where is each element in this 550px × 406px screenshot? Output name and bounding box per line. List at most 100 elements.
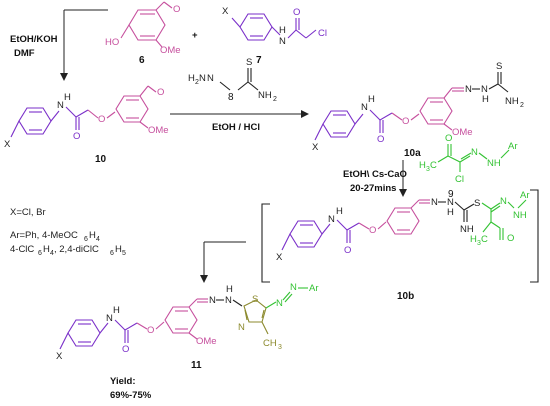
ar-def-1-h: H [89, 230, 96, 241]
yield-label: Yield: [110, 376, 136, 387]
hydrazone-h-10b: H [447, 207, 454, 218]
compound-8: S H 2 N N NH 2 8 [188, 57, 277, 103]
yield-value: 69%-75% [110, 390, 152, 401]
nh2-sub-10a: 2 [520, 102, 524, 109]
amide-h-10: H [64, 92, 71, 103]
hydrazonoyl-nh-9: NH [487, 158, 501, 169]
ar-def-2-c: , 2,4-diClC [54, 244, 99, 255]
thiazole-s-11: S [252, 294, 258, 305]
thione-s-10a: S [496, 61, 502, 72]
aldehyde-o-10: O [157, 87, 164, 98]
compound-7: X N H O Cl 7 [222, 6, 327, 66]
h3c-sub-9: 3 [426, 166, 430, 173]
amide-n-10: N [57, 100, 64, 111]
ether-o-11: O [147, 325, 154, 336]
x-definition: X=Cl, Br [10, 207, 46, 218]
h2n-8: H [188, 73, 195, 84]
h3c-c-9: C [430, 160, 437, 171]
nh2-sub-8: 2 [273, 96, 277, 103]
bracket-left [261, 203, 270, 283]
x-substituent-7: X [222, 6, 229, 17]
nh2-10a: NH [505, 96, 519, 107]
compound-11: X N H O O OMe N N H S N CH 3 N [56, 282, 319, 371]
substituent-notes: X=Cl, Br Ar=Ph, 4-MeOC 6 H 4 4-ClC 6 H 4… [10, 207, 126, 257]
carbonyl-o-10a: O [377, 134, 384, 145]
ar-def-2-sub4: 4 [50, 250, 54, 257]
chloro-7: Cl [318, 28, 327, 39]
step1-reagent: EtOH/KOH [10, 34, 58, 45]
compound-6: O HO OMe 6 [105, 1, 181, 66]
hydrazine-nh-8: N [207, 73, 214, 84]
ar-definition-1: Ar=Ph, 4-MeOC [10, 230, 78, 241]
compound-10: X N H O O O OMe 10 [4, 85, 169, 165]
ar-def-2-sub5: 5 [122, 250, 126, 257]
chloro-9: Cl [455, 174, 464, 185]
ar-def-1-sub6: 6 [84, 236, 88, 243]
ether-o-10b: O [369, 225, 376, 236]
amide-n-7: N [279, 36, 286, 47]
plus-sign: + [192, 30, 198, 41]
step2-conditions: EtOH / HCl [212, 122, 260, 133]
methoxy-label-11: OMe [196, 336, 217, 347]
compound-9: H 3 C O Cl N NH Ar 9 [419, 133, 518, 200]
methoxy-label-10a: OMe [452, 127, 473, 138]
amide-n-11: N [106, 313, 113, 324]
label-10: 10 [95, 154, 107, 165]
hydrazonoyl-n-10b: N [500, 196, 507, 207]
label-10b: 10b [397, 291, 414, 302]
carbonyl-o-7: O [293, 7, 300, 18]
label-11: 11 [191, 360, 202, 371]
aryl-10b: Ar [520, 190, 530, 201]
label-7: 7 [256, 55, 262, 66]
hydrazone-nh-10a: N [481, 84, 488, 95]
amide-h-11: H [113, 305, 120, 316]
bracket-right [530, 189, 539, 283]
hydrazonoyl-nh-10b: NH [513, 210, 527, 221]
thioether-s-10b: S [474, 198, 480, 209]
h3c-c-10b: C [481, 234, 488, 245]
methyl-sub-11: 3 [278, 344, 282, 351]
h3c-10b: H [470, 234, 477, 245]
azo-n2-11: N [290, 282, 297, 293]
step3-time: 20-27mins [350, 183, 396, 194]
hydrazone-nh-11: N [225, 295, 232, 306]
hydrazone-nh-10b: N [447, 197, 454, 208]
label-6: 6 [139, 55, 145, 66]
amide-n-10a: N [361, 102, 368, 113]
label-9: 9 [448, 189, 454, 200]
ether-o-10: O [98, 114, 105, 125]
compound-10a: X N H O O OMe N N H S NH 2 10a [312, 61, 524, 159]
step3-reagent: EtOH\ Cs-CaO [343, 169, 407, 180]
h3c-sub-10b: 3 [477, 240, 481, 247]
thione-s-8: S [246, 57, 252, 68]
label-8: 8 [228, 92, 234, 103]
hydrazonoyl-n-9: N [471, 147, 478, 158]
imino-nh-10b: NH [460, 224, 474, 235]
imine-n-10a: N [465, 84, 472, 95]
carbonyl-o-9: O [445, 133, 452, 144]
hydroxy-label: HO [105, 37, 119, 48]
amide-h-7: H [279, 25, 286, 36]
thiazole-n-11: N [238, 322, 245, 333]
methoxy-label-10: OMe [148, 125, 169, 136]
hydrazone-h-10a: H [482, 94, 489, 105]
ar-definition-2: 4-ClC [10, 244, 34, 255]
carbonyl-o-10: O [73, 131, 80, 142]
aldehyde-o: O [173, 4, 180, 15]
x-substituent-10a: X [312, 142, 319, 153]
imine-n-11: N [209, 295, 216, 306]
ar-def-2-sub6: 6 [38, 250, 42, 257]
ether-o-10a: O [402, 116, 409, 127]
amide-n-10b: N [328, 214, 335, 225]
label-10a: 10a [404, 148, 421, 159]
ar-def-2-h: H [43, 244, 50, 255]
amide-h-10b: H [336, 206, 343, 217]
methyl-11: CH [263, 338, 277, 349]
imine-n-10b: N [431, 197, 438, 208]
h2n-sub-8: 2 [195, 79, 199, 86]
aryl-9: Ar [508, 141, 518, 152]
ar-def-2-h2: H [115, 244, 122, 255]
carbonyl-o-11: O [122, 344, 129, 355]
